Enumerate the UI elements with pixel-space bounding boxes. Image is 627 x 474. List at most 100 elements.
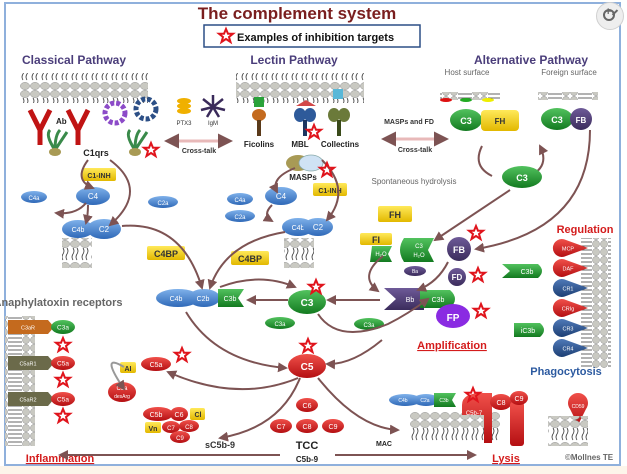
svg-text:Vn: Vn bbox=[149, 426, 158, 433]
star-icon bbox=[471, 301, 491, 320]
svg-text:C4b: C4b bbox=[292, 225, 305, 232]
svg-text:MCP: MCP bbox=[562, 247, 575, 253]
svg-text:C5a: C5a bbox=[57, 361, 69, 368]
c1-complex-icon bbox=[46, 128, 149, 156]
host-surface-label: Host surface bbox=[445, 68, 490, 77]
star-icon bbox=[141, 140, 161, 159]
classical-c4b2-membrane bbox=[62, 238, 92, 268]
fd-molecule: FD bbox=[448, 268, 466, 286]
svg-text:AI: AI bbox=[125, 366, 132, 373]
c4a-classical: C4a bbox=[21, 191, 47, 203]
regulation-membrane bbox=[581, 238, 611, 368]
bottom-strip bbox=[0, 466, 627, 474]
amplification-label: Amplification bbox=[417, 340, 487, 352]
c1inh-classical-badge: C1-INH bbox=[82, 168, 116, 181]
svg-text:FH: FH bbox=[389, 210, 401, 220]
svg-text:C9: C9 bbox=[329, 424, 338, 431]
svg-text:CD59: CD59 bbox=[572, 404, 585, 410]
svg-text:C3b: C3b bbox=[521, 269, 534, 276]
svg-text:C3b: C3b bbox=[439, 398, 448, 404]
ficolin-icon bbox=[252, 97, 266, 136]
svg-text:C3b: C3b bbox=[224, 296, 237, 303]
star-icon bbox=[468, 265, 488, 284]
svg-text:C3a: C3a bbox=[57, 325, 69, 332]
c4b2b3b-convertase: C4b C2b C3b bbox=[156, 289, 244, 307]
c4-lectin: C4 bbox=[265, 187, 297, 205]
svg-text:CR4: CR4 bbox=[562, 347, 573, 353]
credit-label: ©Mollnes TE bbox=[565, 453, 614, 462]
anaphylatoxin-heading: Anaphylatoxin receptors bbox=[0, 297, 122, 309]
fp-molecule: FP bbox=[436, 304, 470, 328]
regulator-cr3: CR3 bbox=[552, 318, 588, 337]
svg-text:Ficolins: Ficolins bbox=[244, 140, 275, 149]
svg-text:C8: C8 bbox=[497, 400, 506, 407]
svg-text:C5b: C5b bbox=[150, 412, 163, 419]
svg-text:C4BP: C4BP bbox=[238, 254, 262, 264]
crosstalk-right-label: Cross-talk bbox=[398, 147, 432, 154]
svg-text:C4: C4 bbox=[276, 192, 287, 201]
svg-text:C6: C6 bbox=[175, 412, 184, 419]
c2a-classical: C2a bbox=[148, 196, 178, 208]
svg-text:C1-INH: C1-INH bbox=[87, 173, 110, 180]
star-icon bbox=[306, 277, 326, 296]
star-icon bbox=[463, 385, 483, 404]
svg-text:IgM: IgM bbox=[208, 121, 218, 127]
antibody-icon bbox=[27, 108, 91, 145]
svg-text:H₂O: H₂O bbox=[413, 253, 425, 259]
c3-central: C3 bbox=[288, 290, 326, 314]
svg-text:C3a: C3a bbox=[363, 323, 375, 329]
spontaneous-hydrolysis-label: Spontaneous hydrolysis bbox=[372, 177, 457, 186]
inhibition-target-stars bbox=[53, 122, 491, 425]
c3-alternative: C3 bbox=[502, 166, 542, 188]
classical-pathway-heading: Classical Pathway bbox=[22, 53, 126, 67]
svg-text:FB: FB bbox=[576, 116, 587, 125]
svg-text:Bb: Bb bbox=[406, 297, 415, 304]
collectin-icon bbox=[328, 89, 350, 136]
masps-icon bbox=[286, 154, 324, 172]
star-icon bbox=[317, 160, 337, 179]
lectin-c4b2-membrane bbox=[284, 238, 314, 268]
star-icon bbox=[53, 406, 73, 425]
mac-pore: C5b-7 C8 C9 bbox=[462, 391, 528, 446]
svg-text:C5b-7: C5b-7 bbox=[466, 411, 483, 417]
svg-text:Collectins: Collectins bbox=[321, 140, 360, 149]
star-icon bbox=[53, 335, 73, 354]
regulator-crig: CRIg bbox=[552, 299, 588, 317]
svg-text:C8: C8 bbox=[303, 424, 312, 431]
svg-text:C5aR1: C5aR1 bbox=[19, 362, 36, 368]
c3b-regulation: C3b bbox=[502, 264, 542, 278]
regulator-cr4: CR4 bbox=[552, 339, 588, 358]
legend-box bbox=[203, 24, 421, 48]
svg-text:C8: C8 bbox=[185, 425, 193, 431]
ai-badge: AI bbox=[120, 362, 136, 373]
receptor-c5ar1: C5aR1 C5a bbox=[8, 356, 75, 370]
svg-text:MASPs: MASPs bbox=[289, 173, 317, 182]
c1qrs-label: C1qrs bbox=[83, 148, 109, 158]
svg-text:C4a: C4a bbox=[28, 196, 40, 202]
svg-text:C2b: C2b bbox=[197, 296, 210, 303]
fb-molecule: FB bbox=[447, 237, 471, 261]
ptx3-icon bbox=[177, 98, 191, 114]
ab-label: Ab bbox=[56, 117, 67, 126]
c1inh-lectin-badge: C1-INH bbox=[313, 183, 347, 196]
alternative-pathway-heading: Alternative Pathway bbox=[474, 53, 588, 67]
star-icon bbox=[53, 370, 73, 389]
svg-text:PTX3: PTX3 bbox=[176, 121, 192, 127]
svg-text:H₂O: H₂O bbox=[375, 252, 387, 258]
svg-text:C3: C3 bbox=[460, 116, 472, 126]
svg-text:C2a: C2a bbox=[157, 201, 169, 207]
zoom-in-button[interactable]: + bbox=[596, 2, 624, 30]
host-surface-membrane bbox=[440, 92, 500, 100]
crp-icon bbox=[102, 100, 128, 126]
svg-text:FB: FB bbox=[453, 245, 465, 255]
svg-text:desArg: desArg bbox=[114, 394, 130, 400]
regulation-heading: Regulation bbox=[557, 224, 614, 236]
phagocytosis-label: Phagocytosis bbox=[530, 366, 602, 378]
c3a-right: C3a bbox=[354, 318, 384, 330]
